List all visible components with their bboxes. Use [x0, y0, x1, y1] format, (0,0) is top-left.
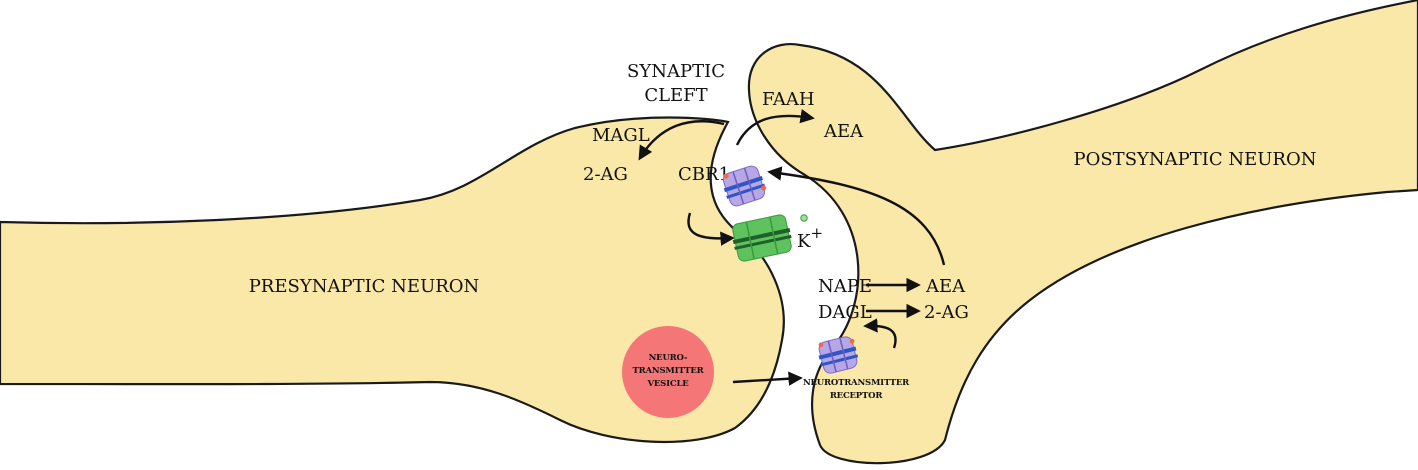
synaptic-cleft-label-1: SYNAPTIC: [627, 61, 725, 82]
arrow-vesicle-to-receptor: [732, 371, 803, 386]
arrow-aea-to-cbr1: [767, 166, 946, 266]
arrow-to-potassium-channel: [687, 212, 735, 246]
cbr1-receptor-icon: [722, 165, 767, 207]
aea-top-label: AEA: [823, 121, 864, 142]
potassium-symbol: K: [797, 231, 811, 252]
receptor-label-2: RECEPTOR: [830, 391, 884, 401]
faah-label: FAAH: [762, 89, 815, 110]
presynaptic-neuron-label: PRESYNAPTIC NEURON: [249, 276, 480, 297]
vesicle-label-3: VESICLE: [646, 379, 689, 389]
receptor-label-1: NEUROTRANSMITTER: [803, 378, 910, 388]
two-ag-left-label: 2-AG: [583, 164, 628, 185]
potassium-charge: +: [810, 224, 823, 242]
vesicle-label-2: TRANSMITTER: [633, 366, 705, 376]
potassium-label: K+: [797, 224, 823, 252]
presynaptic-neuron-shape: [0, 116, 785, 444]
potassium-channel-icon: [732, 214, 792, 262]
cbr1-label: CBR1: [678, 164, 730, 185]
postsynaptic-neuron-shape: [747, 0, 1418, 465]
aea-right-label: AEA: [925, 276, 966, 297]
synaptic-cleft-label-2: CLEFT: [644, 85, 707, 106]
postsynaptic-neuron-label: POSTSYNAPTIC NEURON: [1073, 149, 1316, 170]
nape-label: NAPE: [818, 276, 872, 297]
magl-label: MAGL: [592, 125, 650, 146]
two-ag-right-label: 2-AG: [924, 302, 969, 323]
potassium-ion: [800, 214, 808, 222]
arrow-magl-to-2ag: [638, 120, 725, 161]
dagl-label: DAGL: [818, 302, 872, 323]
neurotransmitter-receptor-icon: [818, 336, 859, 374]
arrow-faah-to-aea: [735, 109, 815, 146]
arrow-2ag-to-receptor: [863, 318, 897, 349]
vesicle-label-1: NEURO-: [649, 353, 688, 363]
vesicle-icon: [622, 326, 714, 418]
